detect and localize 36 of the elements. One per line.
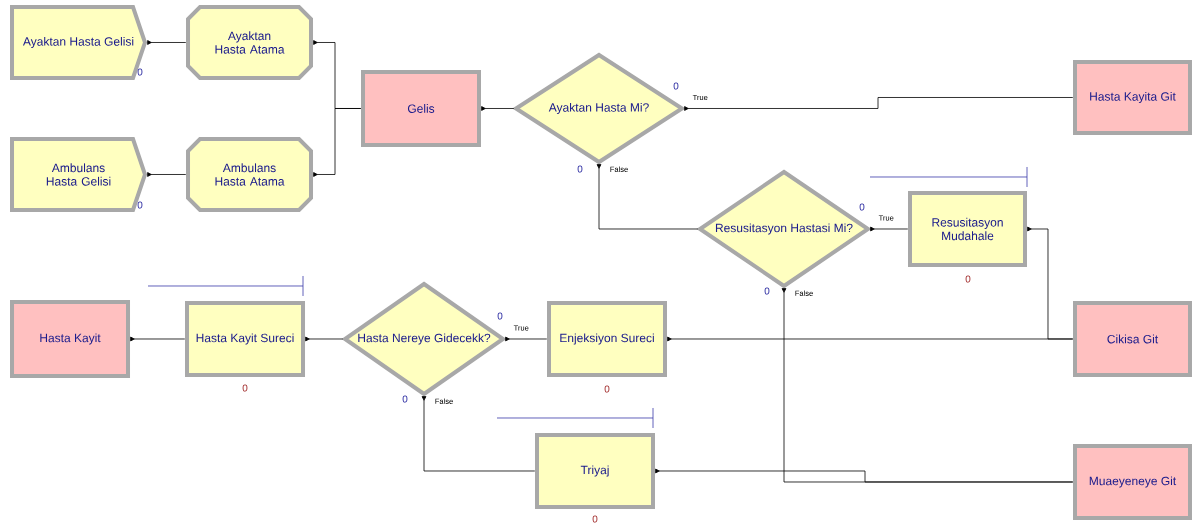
connector xyxy=(505,336,548,342)
connector xyxy=(481,106,515,111)
process-box: Resusitasyon Mudahale xyxy=(908,191,1027,267)
counter-label: 0 xyxy=(137,68,143,76)
counter-label: 0 xyxy=(764,287,770,295)
connector xyxy=(421,396,536,472)
route-box: Muaeyeneye Git xyxy=(1073,444,1192,520)
counter-label: 0 xyxy=(242,384,248,392)
connector xyxy=(313,108,362,177)
connector xyxy=(667,336,1074,342)
route-box: Cikisa Git xyxy=(1073,301,1192,377)
connector xyxy=(870,226,909,232)
counter-label: 0 xyxy=(859,203,865,211)
counter-label: 0 xyxy=(592,515,598,523)
station-box: Hasta Kayit xyxy=(10,300,130,378)
station-box: Gelis xyxy=(361,70,481,147)
process-box: Enjeksiyon Sureci xyxy=(547,301,667,377)
process-box: Hasta Kayit Sureci xyxy=(185,301,305,377)
counter-label: 0 xyxy=(577,165,583,173)
connector xyxy=(147,172,187,177)
connector xyxy=(130,336,186,342)
connector xyxy=(684,97,1074,111)
counter-label: 0 xyxy=(402,395,408,403)
counter-label: 0 xyxy=(137,201,143,209)
route-box: Hasta Kayita Git xyxy=(1073,60,1192,135)
connector xyxy=(305,336,344,342)
counter-label: 0 xyxy=(497,312,503,320)
counter-label: 0 xyxy=(965,275,971,283)
connector xyxy=(655,468,1074,483)
counter-label: 0 xyxy=(673,82,679,90)
counter-label: 0 xyxy=(604,385,610,393)
connector xyxy=(596,164,699,230)
connector xyxy=(147,40,187,45)
assign-module: Ayaktan Hasta Atama xyxy=(186,5,313,80)
process-box: Triyaj xyxy=(535,433,655,509)
assign-module: Ambulans Hasta Atama xyxy=(186,137,313,212)
